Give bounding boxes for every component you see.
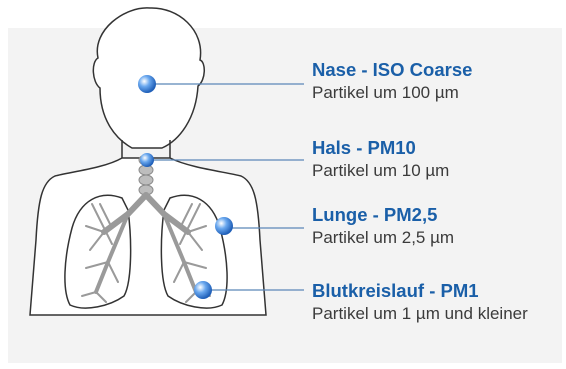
lung-particle-dot xyxy=(215,217,233,235)
label-throat: Hals - PM10 Partikel um 10 µm xyxy=(312,137,542,182)
label-lung-desc: Partikel um 2,5 µm xyxy=(312,226,542,249)
blood-particle-dot xyxy=(194,281,212,299)
label-lung-title: Lunge - PM2,5 xyxy=(312,204,542,226)
label-throat-desc: Partikel um 10 µm xyxy=(312,159,542,182)
label-throat-title: Hals - PM10 xyxy=(312,137,542,159)
throat-particle-dot xyxy=(140,153,154,167)
label-blood: Blutkreislauf - PM1 Partikel um 1 µm und… xyxy=(312,280,542,325)
label-blood-desc: Partikel um 1 µm und kleiner xyxy=(312,302,542,325)
nose-particle-dot xyxy=(138,75,156,93)
label-blood-title: Blutkreislauf - PM1 xyxy=(312,280,542,302)
label-nose: Nase - ISO Coarse Partikel um 100 µm xyxy=(312,59,542,104)
label-nose-title: Nase - ISO Coarse xyxy=(312,59,542,81)
label-nose-desc: Partikel um 100 µm xyxy=(312,81,542,104)
label-lung: Lunge - PM2,5 Partikel um 2,5 µm xyxy=(312,204,542,249)
